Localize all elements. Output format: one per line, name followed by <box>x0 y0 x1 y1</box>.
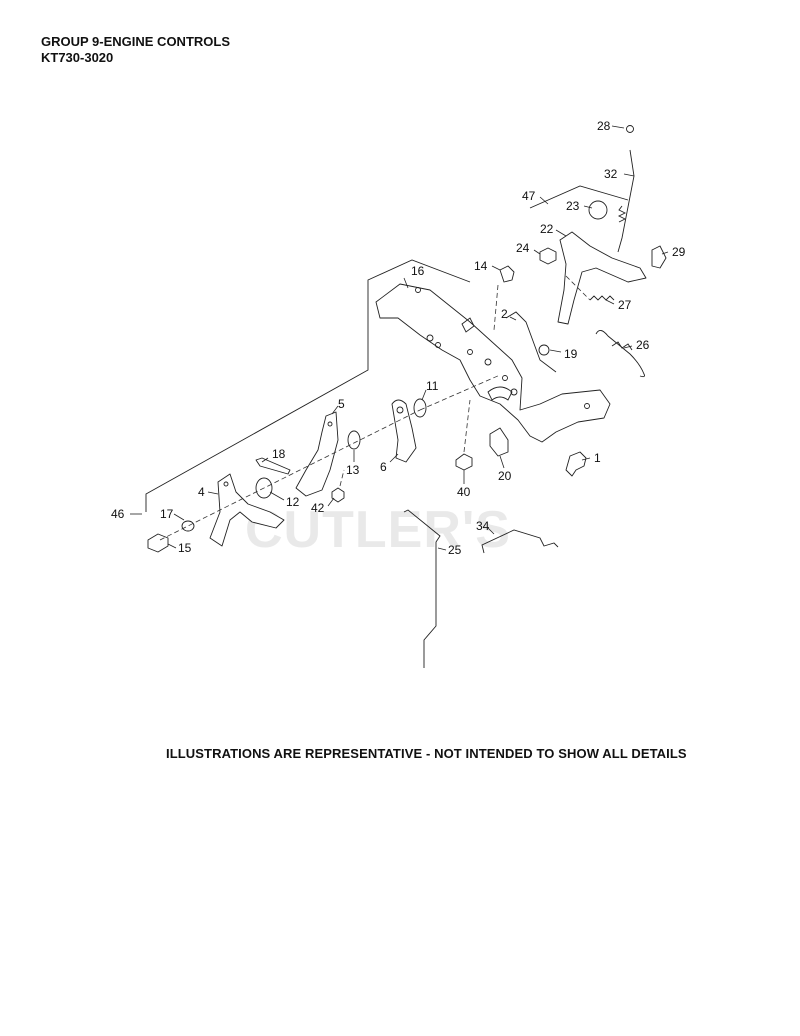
governor-rod-32 <box>617 149 635 253</box>
clip-29 <box>651 245 667 269</box>
callout-14: 14 <box>474 259 488 273</box>
group-47-bracket <box>529 185 629 209</box>
callout-4: 4 <box>198 485 205 499</box>
callout-24: 24 <box>516 241 530 255</box>
callout-17: 17 <box>160 507 174 521</box>
callout-22: 22 <box>540 222 554 236</box>
leader-lines <box>130 125 669 551</box>
callout-12: 12 <box>286 495 300 509</box>
callout-23: 23 <box>566 199 580 213</box>
callout-27: 27 <box>618 298 632 312</box>
throttle-rod <box>481 529 559 554</box>
washer-11 <box>413 398 427 418</box>
callout-18: 18 <box>272 447 286 461</box>
clip-20 <box>489 427 509 457</box>
spring-27 <box>589 295 615 301</box>
callout-5: 5 <box>338 397 345 411</box>
screw-14 <box>499 265 515 283</box>
callout-25: 25 <box>448 543 462 557</box>
callout-16: 16 <box>411 264 425 278</box>
lever-6 <box>391 399 417 463</box>
callout-28: 28 <box>597 119 611 133</box>
bracket-2 <box>505 311 557 373</box>
callout-2: 2 <box>501 307 508 321</box>
lever-5 <box>295 411 339 497</box>
callout-11: 11 <box>426 379 439 393</box>
callout-46: 46 <box>111 507 125 521</box>
bolt-40 <box>455 453 473 471</box>
callout-29: 29 <box>672 245 686 259</box>
nut-24 <box>539 247 557 265</box>
group-title: GROUP 9-ENGINE CONTROLS <box>41 34 231 49</box>
throttle-lever-22 <box>557 231 647 325</box>
nut-19 <box>538 344 550 356</box>
callout-40: 40 <box>457 485 471 499</box>
knob-23 <box>588 200 608 220</box>
callout-labels: 28 32 47 23 22 24 29 14 16 27 2 26 19 11… <box>111 119 686 557</box>
bolt-1 <box>565 451 587 477</box>
callout-42: 42 <box>311 501 325 515</box>
screw-28 <box>626 125 634 133</box>
washer-17 <box>181 520 195 532</box>
nut-15 <box>147 533 169 553</box>
group-46-bracket <box>145 259 471 512</box>
callout-19: 19 <box>564 347 578 361</box>
callout-1: 1 <box>594 451 601 465</box>
callout-34: 34 <box>476 519 490 533</box>
watermark-logo: CUTLER'S <box>245 501 511 559</box>
callout-20: 20 <box>498 469 512 483</box>
spring-26 <box>595 330 645 378</box>
washer-13 <box>347 430 361 450</box>
callout-6: 6 <box>380 460 387 474</box>
model-number: KT730-3020 <box>41 50 114 65</box>
illustration-disclaimer: ILLUSTRATIONS ARE REPRESENTATIVE - NOT I… <box>166 746 687 761</box>
callout-47: 47 <box>522 189 536 203</box>
choke-rod <box>403 509 441 668</box>
callout-32: 32 <box>604 167 618 181</box>
nut-42 <box>331 487 345 503</box>
callout-26: 26 <box>636 338 650 352</box>
callout-13: 13 <box>346 463 360 477</box>
control-plate <box>375 283 611 443</box>
bolt-18 <box>255 457 291 475</box>
page-header: GROUP 9-ENGINE CONTROLS KT730-3020 <box>41 34 230 66</box>
callout-15: 15 <box>178 541 192 555</box>
lever-4 <box>209 473 285 547</box>
